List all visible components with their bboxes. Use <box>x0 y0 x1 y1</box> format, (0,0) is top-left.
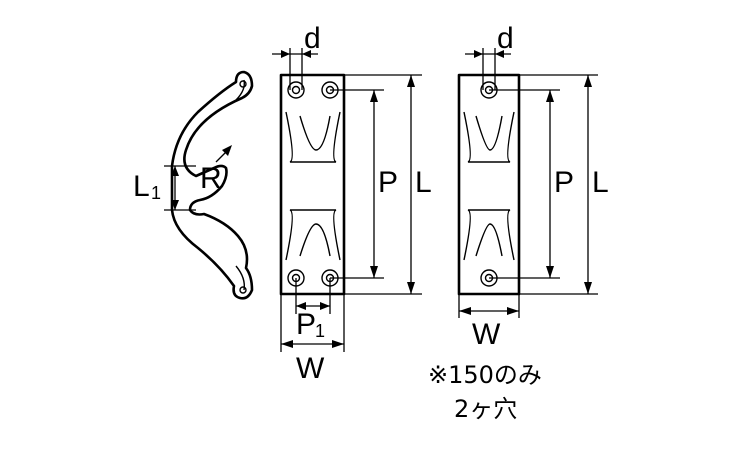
front-view-4-holes: d P L P 1 W <box>272 22 432 385</box>
p1-arrow-right <box>320 302 330 310</box>
front-view-2-upper-horn-inner <box>475 115 503 151</box>
p-label-2: P <box>554 166 574 199</box>
front-view-4-lower-horn <box>285 209 341 261</box>
note-2-holes: 2ヶ穴 <box>454 395 517 423</box>
side-view-top-hole <box>239 80 247 88</box>
l1-arrow-top <box>171 166 179 176</box>
front-view-4-hole-top-left <box>287 81 305 99</box>
d-label-4: d <box>304 22 321 55</box>
p1-label: P <box>296 308 316 341</box>
note-150-only: ※150のみ <box>428 361 542 389</box>
l1-arrow-bottom <box>171 200 179 210</box>
d-arrow-left-4 <box>281 50 290 58</box>
l-label-4: L <box>415 166 432 199</box>
w-label-4: W <box>296 352 325 385</box>
w-arrow-right-4 <box>332 340 344 348</box>
p-arrow-bottom-2 <box>546 266 554 278</box>
side-view-bottom-hole <box>239 286 247 294</box>
p1-label-subscript: 1 <box>315 321 325 341</box>
front-view-4-upper-horn <box>285 111 341 163</box>
front-view-2-lower-horn <box>463 209 515 261</box>
d-arrow-right-4 <box>302 50 311 58</box>
front-view-4-lower-horn-inner <box>299 223 331 257</box>
front-view-2-lower-horn-inner <box>475 223 503 257</box>
w-label-2: W <box>472 318 501 351</box>
w-arrow-left-4 <box>281 340 293 348</box>
r-label: R <box>200 162 222 195</box>
l-label-2: L <box>592 166 609 199</box>
front-view-4-body <box>279 73 346 296</box>
side-view-inner-curve-bottom <box>235 265 246 291</box>
d-arrow-left-2 <box>474 50 483 58</box>
front-view-2-holes: d P L W ※150のみ 2ヶ穴 <box>428 22 609 423</box>
front-view-4-upper-horn-inner <box>299 115 331 151</box>
r-arrow <box>222 145 232 156</box>
w-arrow-left-2 <box>459 307 471 315</box>
l-arrow-bottom-2 <box>584 282 592 294</box>
p-arrow-bottom-4 <box>370 266 378 278</box>
side-view-outer-profile <box>170 70 254 300</box>
front-view-2-body <box>457 73 521 296</box>
l-arrow-bottom-4 <box>407 282 415 294</box>
p1-arrow-left <box>296 302 306 310</box>
front-view-4-hole-top-left-inner <box>291 85 301 95</box>
l1-label: L <box>133 170 150 203</box>
w-arrow-right-2 <box>507 307 519 315</box>
d-label-2: d <box>497 22 514 55</box>
d-arrow-right-2 <box>495 50 504 58</box>
l-arrow-top-4 <box>407 75 415 87</box>
p-arrow-top-2 <box>546 90 554 102</box>
p-label-4: P <box>378 166 398 199</box>
l1-label-subscript: 1 <box>151 183 161 203</box>
front-view-2-upper-horn <box>463 111 515 163</box>
p-arrow-top-4 <box>370 90 378 102</box>
l-arrow-top-2 <box>584 75 592 87</box>
side-view: L 1 R <box>133 70 254 300</box>
